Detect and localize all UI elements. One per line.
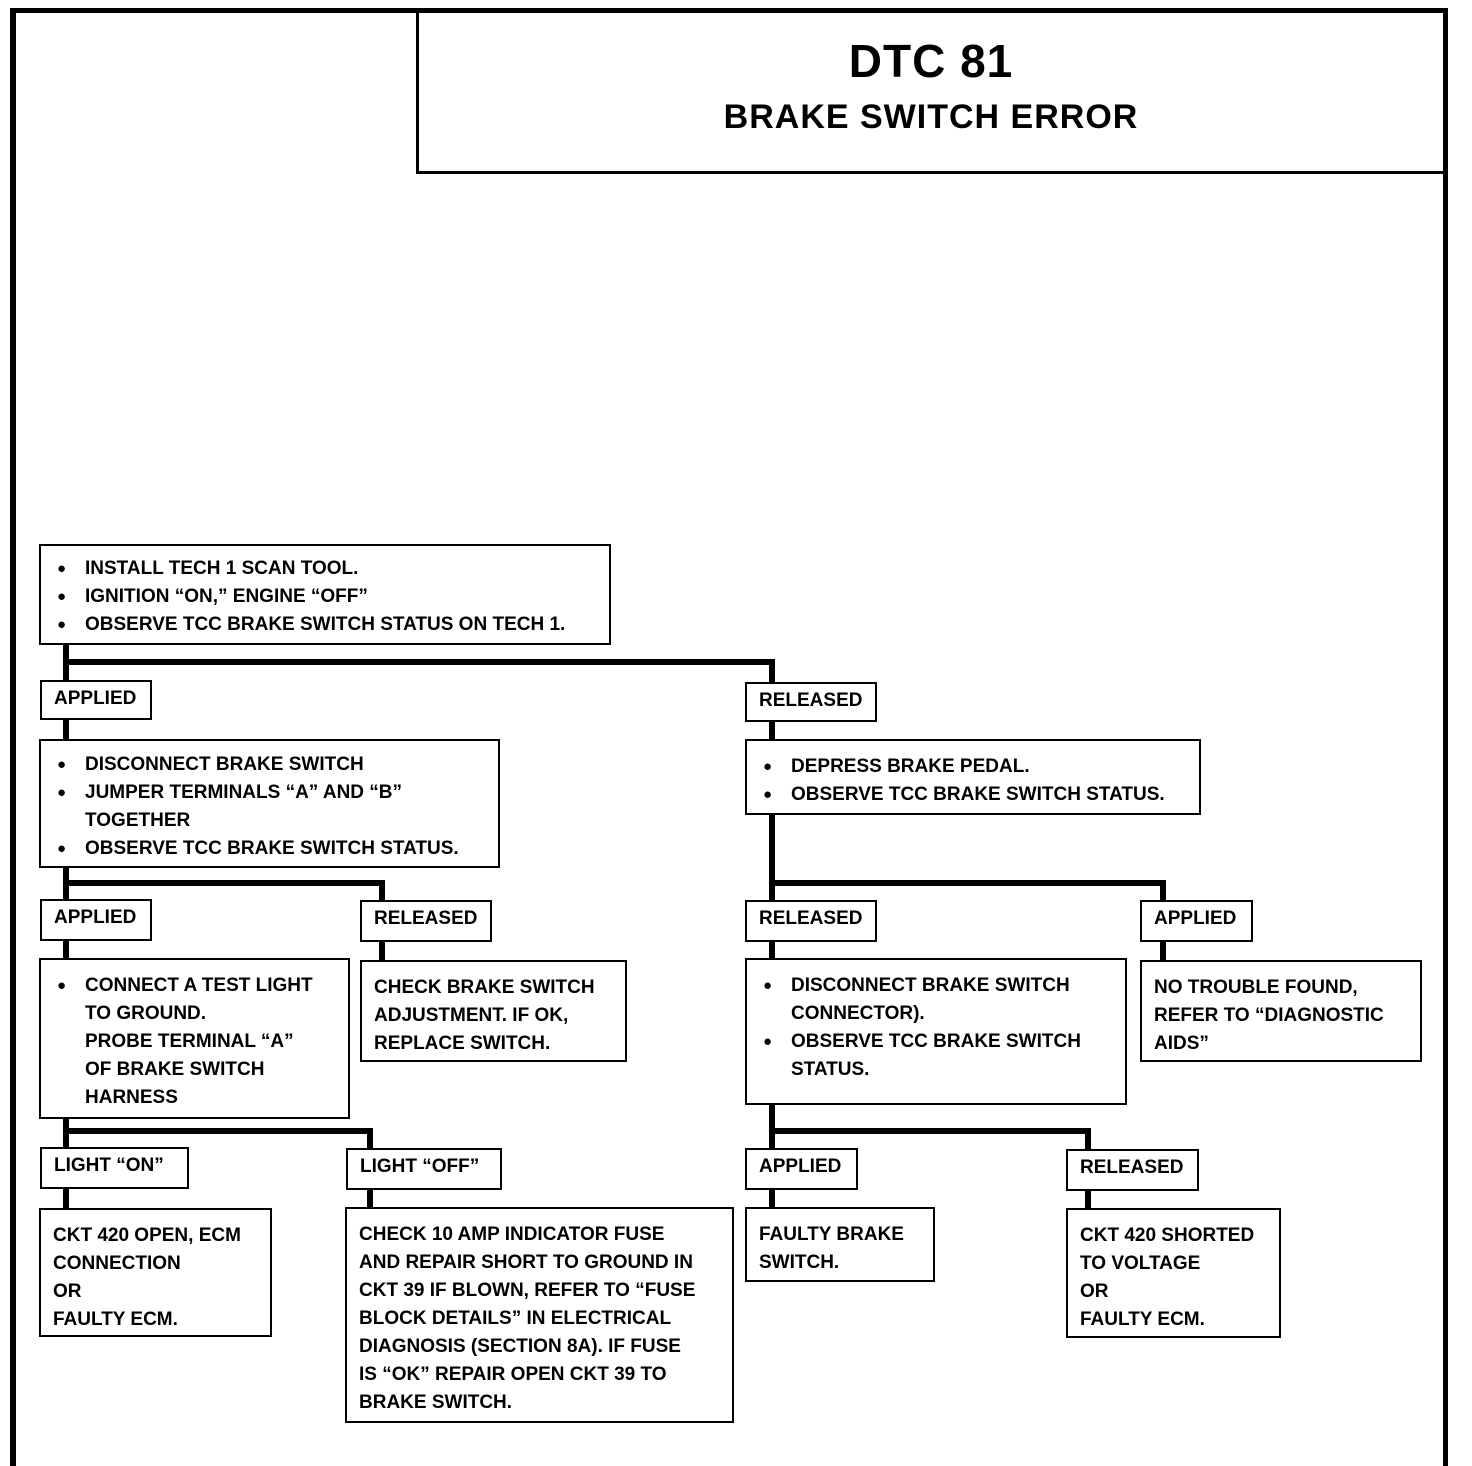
result-line: OR: [1080, 1281, 1109, 1302]
branch-label-applied: APPLIED: [1140, 900, 1253, 942]
step-bullet: JUMPER TERMINALS “A” AND “B” TOGETHER: [53, 779, 486, 835]
result-line: REFER TO “DIAGNOSTIC: [1154, 1005, 1384, 1026]
page-frame-top: [10, 8, 1448, 13]
connector: [379, 880, 385, 901]
faulty-switch-result-box: FAULTY BRAKE SWITCH.: [745, 1207, 935, 1282]
connector: [1085, 1128, 1091, 1150]
result-line: IS “OK” REPAIR OPEN CKT 39 TO: [359, 1364, 667, 1385]
branch-label-applied: APPLIED: [40, 899, 152, 941]
step-bullet: OBSERVE TCC BRAKE SWITCH STATUS.: [759, 781, 1187, 809]
connector: [367, 1128, 373, 1149]
connector: [63, 659, 775, 665]
result-line: FAULTY ECM.: [53, 1309, 178, 1330]
page-frame-left: [10, 8, 16, 1466]
connector: [769, 659, 775, 684]
start-step-box: INSTALL TECH 1 SCAN TOOL. IGNITION “ON,”…: [39, 544, 611, 645]
connector: [367, 1189, 373, 1209]
step-bullet: OBSERVE TCC BRAKE SWITCH STATUS.: [53, 835, 486, 863]
result-line: FAULTY ECM.: [1080, 1309, 1205, 1330]
disconnect-connector-step-box: DISCONNECT BRAKE SWITCH CONNECTOR). OBSE…: [745, 958, 1127, 1105]
right-step-box: DEPRESS BRAKE PEDAL. OBSERVE TCC BRAKE S…: [745, 739, 1201, 815]
step-text-line: OF BRAKE SWITCH: [85, 1059, 265, 1080]
connector: [769, 720, 775, 741]
result-line: CONNECTION: [53, 1253, 181, 1274]
result-line: DIAGNOSIS (SECTION 8A). IF FUSE: [359, 1336, 681, 1357]
ckt420-open-result-box: CKT 420 OPEN, ECM CONNECTION OR FAULTY E…: [39, 1208, 272, 1337]
start-step-list: INSTALL TECH 1 SCAN TOOL. IGNITION “ON,”…: [53, 555, 597, 639]
no-trouble-result-box: NO TROUBLE FOUND, REFER TO “DIAGNOSTIC A…: [1140, 960, 1422, 1062]
branch-label-applied: APPLIED: [40, 680, 152, 720]
step-text-line: HARNESS: [85, 1087, 178, 1108]
dtc-subtitle: BRAKE SWITCH ERROR: [723, 98, 1139, 136]
title-block: DTC 81 BRAKE SWITCH ERROR: [416, 8, 1443, 174]
result-line: SWITCH.: [759, 1252, 840, 1273]
result-line: CHECK 10 AMP INDICATOR FUSE: [359, 1224, 665, 1245]
dtc-code: DTC 81: [848, 35, 1014, 87]
connector: [63, 1188, 69, 1210]
step-bullet: IGNITION “ON,” ENGINE “OFF”: [53, 583, 597, 611]
branch-label-light-off: LIGHT “OFF”: [346, 1148, 502, 1190]
step-bullet: DISCONNECT BRAKE SWITCH: [53, 751, 486, 779]
result-line: REPLACE SWITCH.: [374, 1033, 551, 1054]
connector: [769, 1128, 1091, 1134]
ckt420-shorted-result-box: CKT 420 SHORTED TO VOLTAGE OR FAULTY ECM…: [1066, 1208, 1281, 1338]
connector: [63, 939, 69, 959]
result-line: TO VOLTAGE: [1080, 1253, 1201, 1274]
step-text-line: PROBE TERMINAL “A”: [85, 1031, 294, 1052]
result-line: AIDS”: [1154, 1033, 1209, 1054]
step-bullet: OBSERVE TCC BRAKE SWITCH STATUS.: [759, 1028, 1113, 1084]
result-line: CHECK BRAKE SWITCH: [374, 977, 595, 998]
branch-label-released: RELEASED: [745, 900, 877, 942]
connector: [769, 941, 775, 961]
connector: [769, 1189, 775, 1209]
result-line: CKT 39 IF BLOWN, REFER TO “FUSE: [359, 1280, 696, 1301]
step-bullet: OBSERVE TCC BRAKE SWITCH STATUS ON TECH …: [53, 611, 597, 639]
connector: [63, 1128, 373, 1134]
result-line: FAULTY BRAKE: [759, 1224, 904, 1245]
connector: [63, 880, 385, 886]
result-line: OR: [53, 1281, 82, 1302]
step-bullet: DEPRESS BRAKE PEDAL.: [759, 753, 1187, 781]
result-line: BRAKE SWITCH.: [359, 1392, 513, 1413]
branch-label-light-on: LIGHT “ON”: [40, 1147, 189, 1189]
page-frame-right: [1443, 8, 1448, 1466]
adjustment-result-box: CHECK BRAKE SWITCH ADJUSTMENT. IF OK, RE…: [360, 960, 627, 1062]
branch-label-applied: APPLIED: [745, 1148, 858, 1190]
step-bullet: CONNECT A TEST LIGHT TO GROUND.: [53, 972, 336, 1028]
connector: [1160, 941, 1166, 961]
connector: [769, 813, 775, 901]
result-line: CKT 420 OPEN, ECM: [53, 1225, 241, 1246]
connector: [769, 880, 1166, 886]
connector: [1085, 1190, 1091, 1210]
result-line: NO TROUBLE FOUND,: [1154, 977, 1358, 998]
connector: [769, 1103, 775, 1150]
result-line: CKT 420 SHORTED: [1080, 1225, 1255, 1246]
result-line: ADJUSTMENT. IF OK,: [374, 1005, 569, 1026]
step-bullet: INSTALL TECH 1 SCAN TOOL.: [53, 555, 597, 583]
branch-label-released: RELEASED: [1066, 1149, 1199, 1191]
fuse-check-result-box: CHECK 10 AMP INDICATOR FUSE AND REPAIR S…: [345, 1207, 734, 1423]
branch-label-released: RELEASED: [360, 900, 492, 942]
result-line: AND REPAIR SHORT TO GROUND IN: [359, 1252, 693, 1273]
connector: [379, 941, 385, 961]
result-line: BLOCK DETAILS” IN ELECTRICAL: [359, 1308, 672, 1329]
left-step-box: DISCONNECT BRAKE SWITCH JUMPER TERMINALS…: [39, 739, 500, 868]
connector: [63, 718, 69, 741]
test-light-step-box: CONNECT A TEST LIGHT TO GROUND. PROBE TE…: [39, 958, 350, 1119]
step-bullet: DISCONNECT BRAKE SWITCH CONNECTOR).: [759, 972, 1113, 1028]
branch-label-released: RELEASED: [745, 682, 877, 722]
connector: [1160, 880, 1166, 901]
